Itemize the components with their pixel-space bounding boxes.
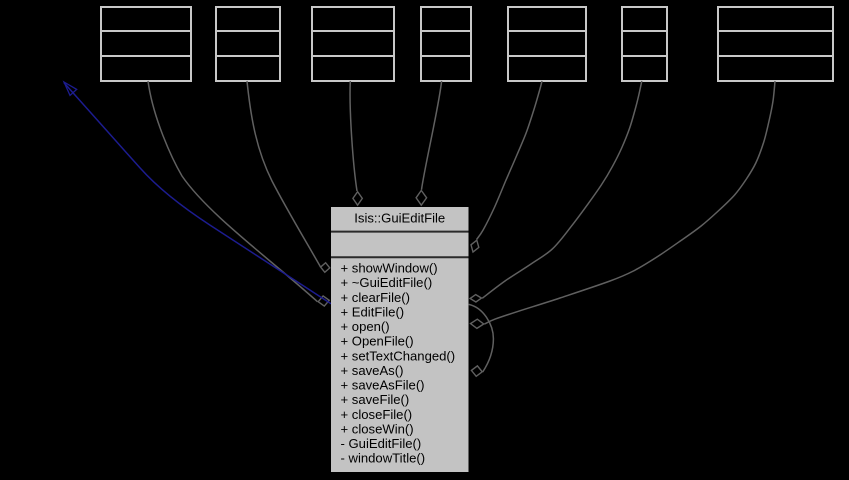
svg-text:+ setTextChanged(): + setTextChanged() (341, 348, 456, 363)
svg-text:+ ~GuiEditFile(): + ~GuiEditFile() (341, 275, 433, 290)
svg-text:+ closeFile(): + closeFile() (341, 407, 413, 422)
svg-text:+ EditFile(): + EditFile() (341, 305, 405, 320)
svg-text:+ OpenFile(): + OpenFile() (341, 334, 414, 349)
svg-text:Isis::GuiEditFile: Isis::GuiEditFile (354, 210, 445, 225)
svg-text:- windowTitle(): - windowTitle() (341, 451, 426, 466)
svg-text:+ saveAsFile(): + saveAsFile() (341, 378, 425, 393)
svg-text:- GuiEditFile(): - GuiEditFile() (341, 436, 422, 451)
svg-text:+ saveAs(): + saveAs() (341, 363, 404, 378)
svg-text:+ clearFile(): + clearFile() (341, 290, 410, 305)
svg-text:+ open(): + open() (341, 319, 390, 334)
svg-text:+ saveFile(): + saveFile() (341, 392, 410, 407)
svg-text:+ showWindow(): + showWindow() (341, 261, 438, 276)
svg-text:+ closeWin(): + closeWin() (341, 421, 414, 436)
